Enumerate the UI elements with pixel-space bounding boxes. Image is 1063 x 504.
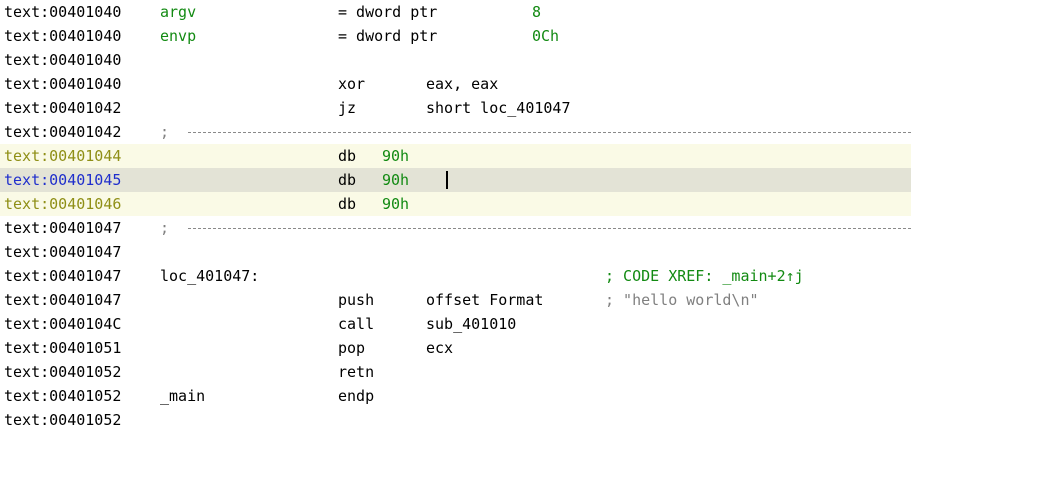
instruction-operands[interactable]: eax, eax <box>426 75 499 93</box>
separator-semicolon: ; <box>160 219 170 237</box>
line-address: text:00401040 <box>4 51 122 69</box>
stack-var-type: = dword ptr <box>338 27 438 45</box>
instruction-mnemonic[interactable]: jz <box>338 99 357 117</box>
line-address: text:00401052 <box>4 363 122 381</box>
listing-line-selected[interactable]: text:00401045 db 90h <box>0 168 911 192</box>
data-directive[interactable]: db <box>338 171 357 189</box>
data-directive[interactable]: db <box>338 195 357 213</box>
instruction-operands[interactable]: ecx <box>426 339 454 357</box>
text-cursor <box>446 171 448 189</box>
line-address: text:00401047 <box>4 219 122 237</box>
code-label[interactable]: loc_401047: <box>160 267 260 285</box>
listing-line[interactable]: text:00401047 <box>0 240 1063 264</box>
procedure-end-directive: endp <box>338 387 375 405</box>
function-name[interactable]: _main <box>160 387 206 405</box>
line-address: text:00401052 <box>4 387 122 405</box>
separator-semicolon: ; <box>160 123 170 141</box>
line-address: text:00401052 <box>4 411 122 429</box>
line-address: text:00401044 <box>4 147 122 165</box>
data-value[interactable]: 90h <box>382 147 410 165</box>
stack-var-name[interactable]: argv <box>160 3 197 21</box>
data-value[interactable]: 90h <box>382 195 410 213</box>
listing-line[interactable]: text:00401052 _main endp <box>0 384 1063 408</box>
listing-line-highlighted[interactable]: text:00401046 db 90h <box>0 192 911 216</box>
line-address: text:00401047 <box>4 267 122 285</box>
instruction-mnemonic[interactable]: call <box>338 315 375 333</box>
listing-separator-line[interactable]: text:00401042 ; <box>0 120 1063 144</box>
listing-line[interactable]: text:00401040 argv = dword ptr 8 <box>0 0 1063 24</box>
line-address: text:00401051 <box>4 339 122 357</box>
line-address: text:00401040 <box>4 27 122 45</box>
stack-var-offset: 0Ch <box>532 27 560 45</box>
instruction-mnemonic[interactable]: retn <box>338 363 375 381</box>
listing-line-highlighted[interactable]: text:00401044 db 90h <box>0 144 911 168</box>
line-address: text:00401047 <box>4 291 122 309</box>
data-value[interactable]: 90h <box>382 171 410 189</box>
instruction-operands[interactable]: short loc_401047 <box>426 99 571 117</box>
line-address: text:00401042 <box>4 99 122 117</box>
listing-line[interactable]: text:00401040 envp = dword ptr 0Ch <box>0 24 1063 48</box>
listing-line[interactable]: text:00401042 jz short loc_401047 <box>0 96 1063 120</box>
listing-line[interactable]: text:00401047 loc_401047: ; CODE XREF: _… <box>0 264 1063 288</box>
listing-line[interactable]: text:00401047 push offset Format ; "hell… <box>0 288 1063 312</box>
instruction-mnemonic[interactable]: push <box>338 291 375 309</box>
line-address: text:0040104C <box>4 315 122 333</box>
data-directive[interactable]: db <box>338 147 357 165</box>
line-address: text:00401047 <box>4 243 122 261</box>
listing-line[interactable]: text:00401051 pop ecx <box>0 336 1063 360</box>
separator-dashes <box>188 132 911 133</box>
instruction-operands[interactable]: offset Format <box>426 291 544 309</box>
string-comment: ; "hello world\n" <box>605 291 759 309</box>
listing-line[interactable]: text:00401052 <box>0 408 1063 432</box>
listing-line[interactable]: text:0040104C call sub_401010 <box>0 312 1063 336</box>
stack-var-type: = dword ptr <box>338 3 438 21</box>
disassembly-listing[interactable]: text:00401040 argv = dword ptr 8 text:00… <box>0 0 1063 432</box>
line-address: text:00401046 <box>4 195 122 213</box>
stack-var-offset: 8 <box>532 3 542 21</box>
instruction-operands[interactable]: sub_401010 <box>426 315 517 333</box>
listing-separator-line[interactable]: text:00401047 ; <box>0 216 1063 240</box>
line-address: text:00401040 <box>4 75 122 93</box>
line-address: text:00401045 <box>4 171 122 189</box>
line-address: text:00401042 <box>4 123 122 141</box>
stack-var-name[interactable]: envp <box>160 27 197 45</box>
instruction-mnemonic[interactable]: xor <box>338 75 366 93</box>
xref-comment[interactable]: ; CODE XREF: _main+2↑j <box>605 267 804 285</box>
listing-line[interactable]: text:00401040 xor eax, eax <box>0 72 1063 96</box>
separator-dashes <box>188 228 911 229</box>
line-address: text:00401040 <box>4 3 122 21</box>
listing-line[interactable]: text:00401052 retn <box>0 360 1063 384</box>
listing-line[interactable]: text:00401040 <box>0 48 1063 72</box>
instruction-mnemonic[interactable]: pop <box>338 339 366 357</box>
